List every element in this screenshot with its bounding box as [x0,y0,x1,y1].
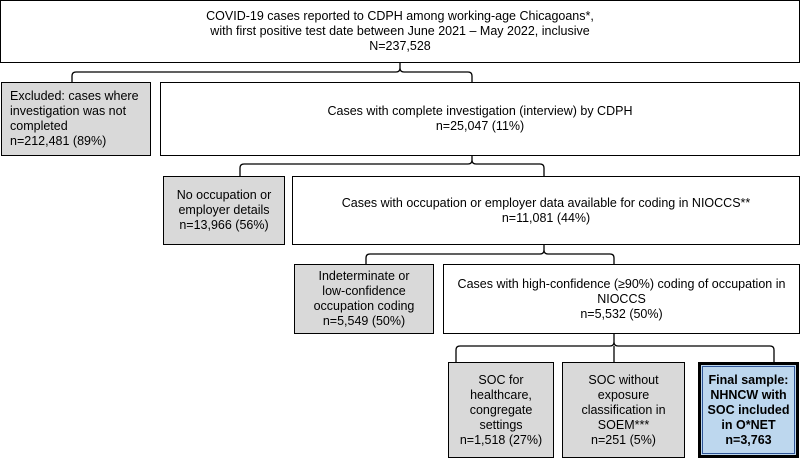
final-sample-line-2: NHNCW with [710,387,787,402]
soc-healthcare-line-4: settings [479,417,523,432]
high-confidence-line-1: Cases with high-confidence (≥90%) coding… [457,276,786,291]
soc-healthcare-line-3: congregate [469,402,533,417]
connector-level-2 [239,156,545,176]
complete-investigation-line-1: Cases with complete investigation (inter… [327,104,633,118]
no-occupation-box: No occupation or employer details n=13,9… [163,176,285,245]
complete-investigation-box: Cases with complete investigation (inter… [160,82,800,156]
connector-level-3 [365,245,615,264]
soc-no-exposure-line-4: SOEM*** [597,417,650,432]
all-cases-count: N=237,528 [369,39,431,53]
final-sample-line-4: in O*NET [721,417,776,432]
indeterminate-count: n=5,549 (50%) [322,314,406,328]
indeterminate-line-1: Indeterminate or [318,269,410,283]
excluded-line-2: investigation was not [10,104,127,118]
occupation-available-line-1: Cases with occupation or employer data a… [341,195,751,210]
excluded-line-1: Excluded: cases where [10,89,139,103]
soc-no-exposure-line-3: classification in [581,402,666,417]
occupation-available-box: Cases with occupation or employer data a… [292,176,800,245]
indeterminate-coding-box: Indeterminate or low-confidence occupati… [294,264,434,334]
soc-healthcare-line-1: SOC for [478,372,524,387]
soc-healthcare-count: n=1,518 (27%) [459,432,543,447]
soc-healthcare-line-2: healthcare, [470,387,532,402]
all-cases-box: COVID-19 cases reported to CDPH among wo… [0,0,800,63]
soc-no-exposure-count: n=251 (5%) [591,432,656,447]
final-sample-count: n=3,763 [725,432,772,447]
soc-no-exposure-line-1: SOC without [588,372,659,387]
no-occupation-line-2: employer details [178,203,270,217]
soc-no-exposure-box: SOC without exposure classification in S… [562,362,685,458]
indeterminate-line-2: low-confidence [322,284,406,298]
soc-healthcare-box: SOC for healthcare, congregate settings … [448,362,554,458]
high-confidence-box: Cases with high-confidence (≥90%) coding… [443,264,800,334]
connector-level-4 [455,334,775,362]
high-confidence-line-2: NIOCCS [597,291,646,306]
indeterminate-line-3: occupation coding [313,299,415,313]
high-confidence-count: n=5,532 (50%) [580,306,663,321]
connector-level-1 [71,63,473,82]
final-sample-line-3: SOC included [707,402,790,417]
soc-no-exposure-line-2: exposure [597,387,650,402]
occupation-available-count: n=11,081 (44%) [501,210,591,225]
complete-investigation-count: n=25,047 (11%) [435,119,525,133]
final-sample-line-1: Final sample: [708,372,789,387]
excluded-line-3: completed [10,119,68,133]
no-occupation-count: n=13,966 (56%) [179,218,269,232]
no-occupation-line-1: No occupation or [176,188,272,202]
all-cases-line-2: with first positive test date between Ju… [210,24,590,38]
excluded-count: n=212,481 (89%) [10,134,107,148]
all-cases-line-1: COVID-19 cases reported to CDPH among wo… [206,9,594,23]
excluded-not-completed-box: Excluded: cases where investigation was … [1,82,151,156]
final-sample-box: Final sample: NHNCW with SOC included in… [698,362,799,458]
